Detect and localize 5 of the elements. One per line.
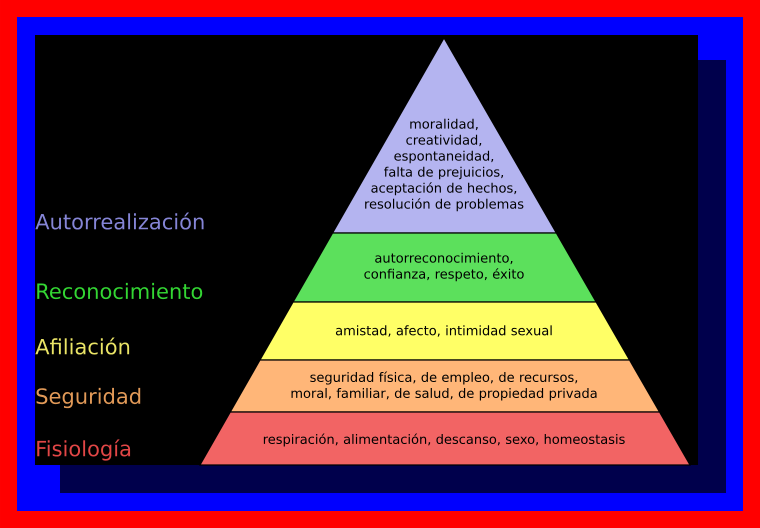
level-name: Fisiología bbox=[37, 439, 130, 461]
level-name: Reconocimiento bbox=[37, 282, 202, 300]
level-name: Afiliación bbox=[35, 337, 130, 355]
level-name: Seguridad bbox=[36, 388, 140, 408]
level-name: Autorrealización bbox=[35, 212, 204, 230]
